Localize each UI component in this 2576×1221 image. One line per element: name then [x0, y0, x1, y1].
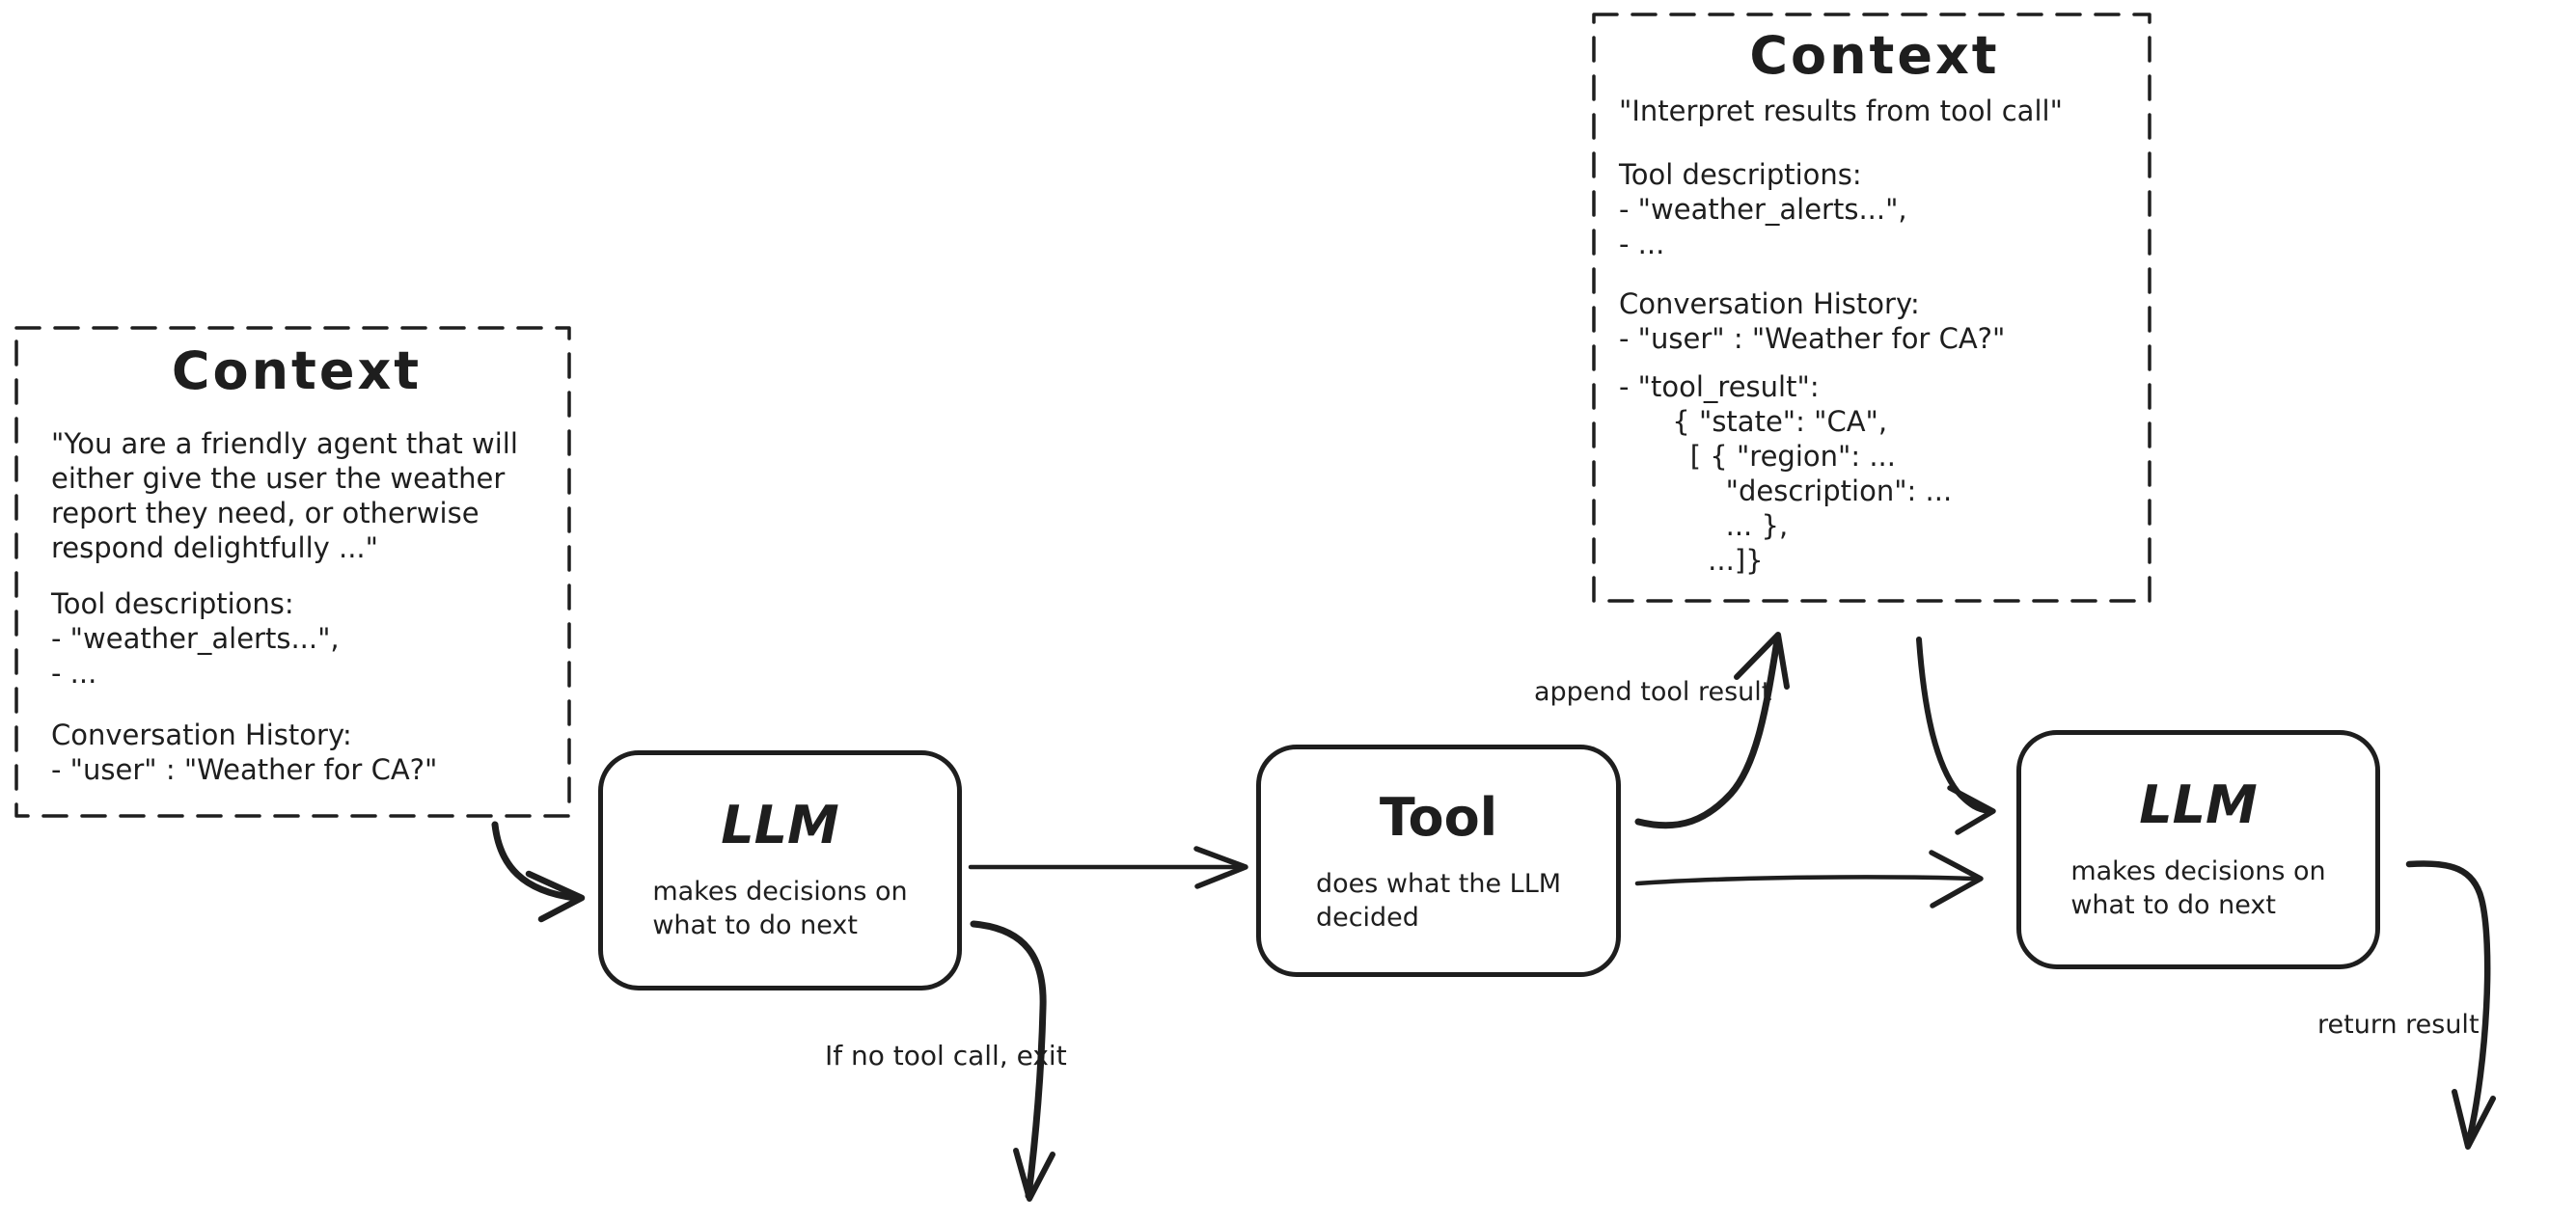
context-left-conversation-history: Conversation History: - "user" : "Weathe…: [51, 719, 438, 787]
context-top-border: [1592, 13, 2151, 603]
llm-node-2-subtitle: makes decisions on what to do next: [2070, 856, 2326, 920]
context-top-conversation-history: Conversation History: - "user" : "Weathe…: [1619, 287, 2006, 356]
llm-node-1: LLM makes decisions on what to do next: [598, 750, 962, 990]
arrow-llm1-to-tool: [968, 846, 1248, 889]
tool-node: Tool does what the LLM decided: [1256, 745, 1621, 977]
arrow-context-top-to-llm2: [1916, 637, 1996, 835]
label-return-result: return result: [2317, 1010, 2480, 1040]
context-left-system-prompt: "You are a friendly agent that will eith…: [51, 427, 518, 565]
context-top-tool-descriptions: Tool descriptions: - "weather_alerts..."…: [1619, 158, 1907, 261]
context-left-tool-descriptions: Tool descriptions: - "weather_alerts..."…: [51, 587, 340, 691]
arrow-tool-to-llm2: [1634, 850, 1984, 909]
context-top-title: Context: [1749, 25, 2000, 86]
llm-node-1-title: LLM: [721, 795, 839, 855]
label-append-tool-result: append tool result: [1534, 677, 1772, 707]
context-top-intro: "Interpret results from tool call": [1619, 95, 2063, 128]
tool-node-title: Tool: [1379, 787, 1498, 848]
arrow-context-left-to-llm1: [491, 821, 586, 923]
arrow-tool-to-context-top: [1634, 632, 1790, 829]
arrow-llm1-exit: [970, 920, 1055, 1202]
context-left-border: [14, 326, 571, 818]
label-if-no-tool-call-exit: If no tool call, exit: [825, 1040, 1067, 1072]
context-left-box: Context "You are a friendly agent that w…: [16, 328, 569, 816]
tool-node-subtitle: does what the LLM decided: [1315, 869, 1562, 933]
context-top-tool-result: - "tool_result": { "state": "CA", [ { "r…: [1619, 370, 1953, 578]
llm-node-1-subtitle: makes decisions on what to do next: [652, 877, 908, 940]
arrow-llm2-return-result: [2405, 860, 2496, 1150]
context-top-box: Context "Interpret results from tool cal…: [1594, 14, 2150, 601]
llm-node-2: LLM makes decisions on what to do next: [2016, 730, 2380, 969]
llm-node-2-title: LLM: [2139, 774, 2258, 835]
context-left-title: Context: [171, 340, 423, 401]
